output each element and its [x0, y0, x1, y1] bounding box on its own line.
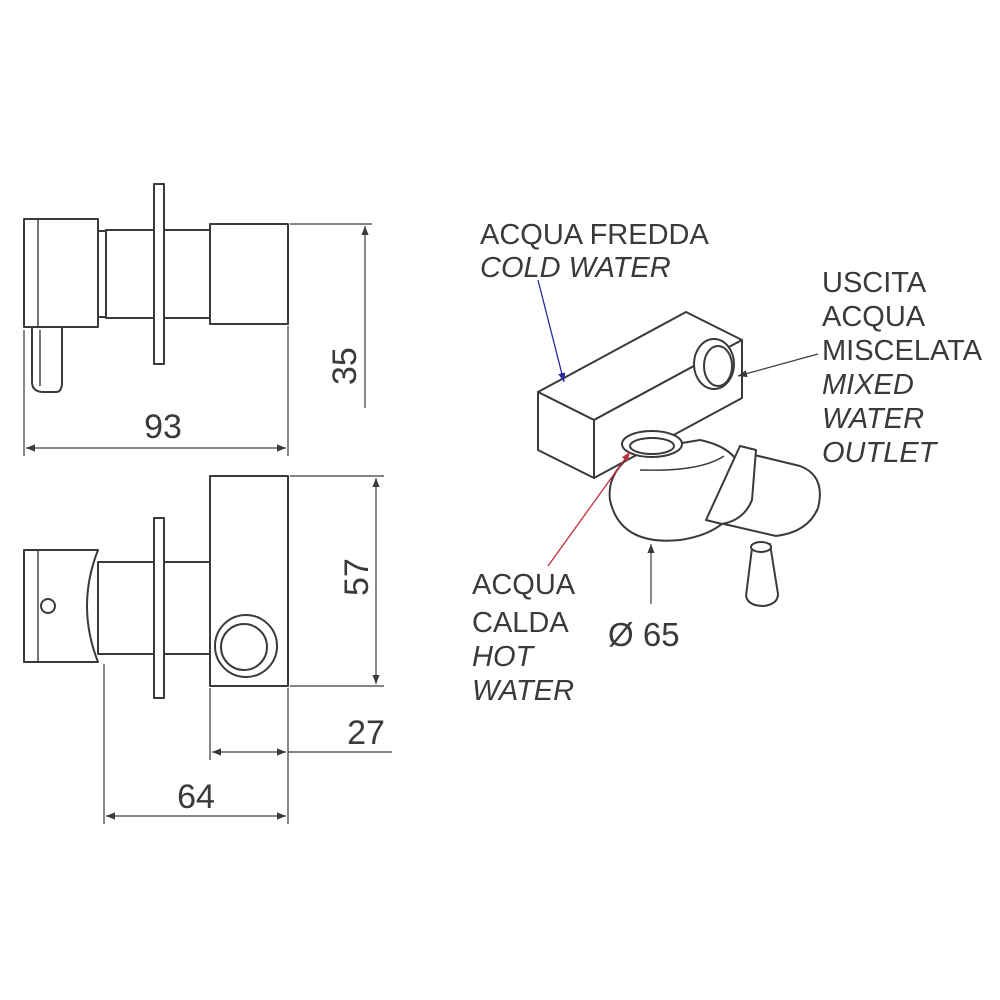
top-view-wall-plate	[153, 183, 165, 365]
label-mixed-en-1: MIXED	[822, 369, 914, 401]
label-hot-it-2: CALDA	[472, 607, 569, 639]
bottom-view: 57 27 64	[23, 475, 392, 824]
top-view-handle	[23, 218, 99, 328]
label-mixed-en-3: OUTLET	[822, 437, 939, 469]
cold-water-leader	[537, 279, 566, 383]
dim-64-text: 64	[177, 778, 215, 816]
label-mixed-it-1: USCITA	[822, 267, 927, 299]
dim-35-text: 35	[326, 347, 364, 385]
label-cold-en: COLD WATER	[480, 252, 671, 284]
top-view-lever	[31, 326, 63, 393]
label-mixed-en-2: WATER	[822, 403, 924, 435]
mixed-outlet-leader	[737, 353, 819, 378]
label-hot-en-2: WATER	[472, 675, 574, 707]
bottom-view-handle-screw	[40, 598, 56, 614]
isometric-view	[537, 311, 821, 607]
iso-neck	[705, 445, 757, 525]
label-cold-it: ACQUA FREDDA	[480, 219, 709, 251]
iso-mixed-outlet-inner	[703, 345, 733, 387]
dim-57-text: 57	[338, 558, 376, 596]
hot-water-leader	[547, 451, 631, 567]
iso-lever	[745, 543, 779, 607]
iso-wall-plate-edge	[639, 455, 725, 471]
top-view-rear-block	[209, 223, 289, 325]
label-diameter: Ø 65	[608, 616, 680, 653]
iso-lever-top	[750, 541, 772, 553]
top-view-neck	[97, 230, 107, 318]
label-hot-en-1: HOT	[472, 641, 536, 673]
top-view: 35 93	[23, 183, 372, 456]
label-mixed-it-3: MISCELATA	[822, 335, 983, 367]
label-hot-it-1: ACQUA	[472, 569, 576, 601]
label-mixed-it-2: ACQUA	[822, 301, 926, 333]
bottom-view-handle	[23, 549, 99, 663]
dim-93-text: 93	[144, 408, 182, 446]
dim-27-text: 27	[347, 714, 385, 752]
bottom-view-outlet-inner	[220, 623, 268, 671]
iso-hot-inlet-inner	[629, 437, 675, 455]
bottom-view-wall-plate	[153, 517, 165, 699]
